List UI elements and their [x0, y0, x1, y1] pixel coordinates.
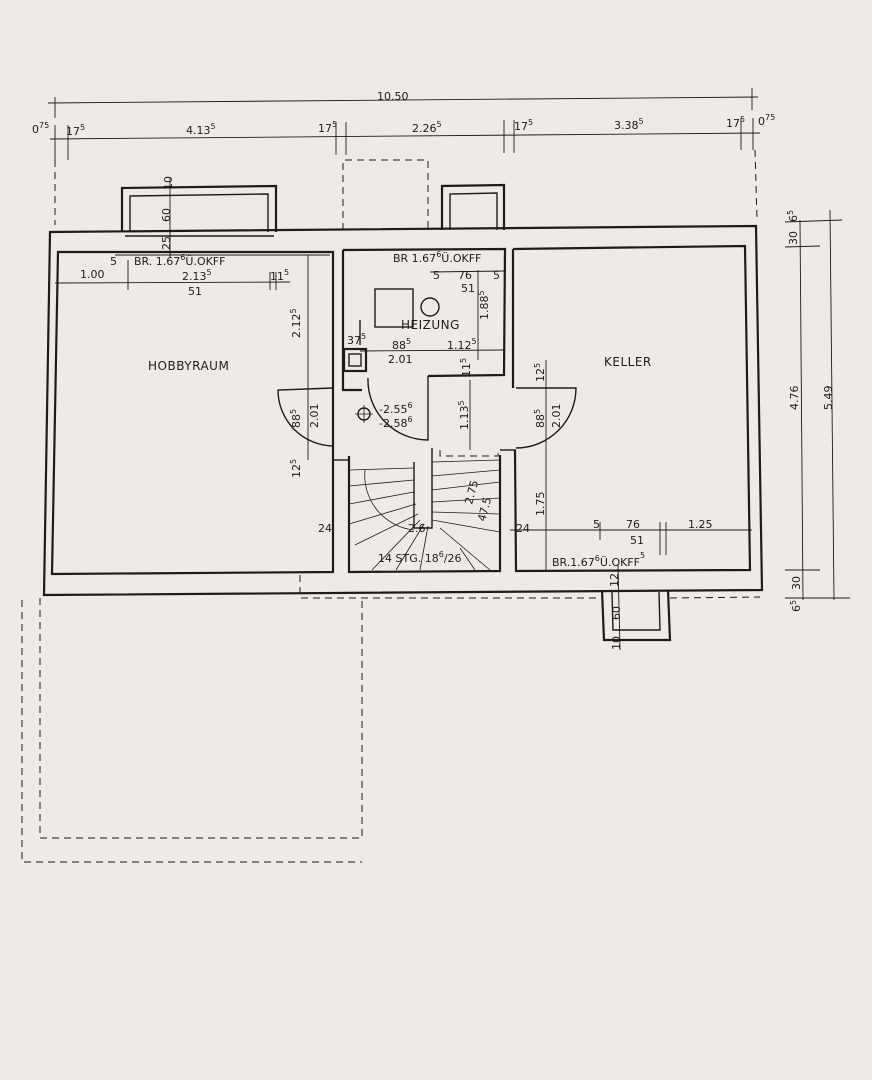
room-label-hobbyraum: HOBBYRAUM — [148, 359, 229, 373]
heizung-w-5b: 5 — [493, 269, 500, 282]
lightwell-10: 10 — [162, 176, 175, 190]
stair-treads — [348, 448, 501, 571]
stair-spec: 14 STG. 186/26 — [378, 550, 462, 565]
boiler-symbol — [374, 288, 414, 328]
lightwell-keller: 12 60 10 — [600, 564, 672, 651]
heizung-door-swing — [367, 376, 429, 441]
hobby-wall-24: 24 — [318, 522, 332, 535]
dim-175-d: 175 — [726, 115, 745, 130]
hobby-door-swing — [277, 387, 334, 447]
keller-wall-24: 24 — [516, 522, 530, 535]
keller-window-note: BR.1.676Ü.OKFF5 — [552, 551, 645, 569]
heizung-h-188: 1.885 — [477, 290, 491, 320]
right-height-476: 4.76 — [788, 386, 801, 411]
keller-lightwell-60: 60 — [610, 606, 623, 620]
heizung-w-112: 1.125 — [447, 337, 477, 352]
keller-w-51: 51 — [630, 534, 644, 547]
lightwell-hobbyraum: 10 60 25 — [120, 176, 278, 258]
hobby-width-213: 2.135 — [182, 268, 212, 283]
right-dimension-chain: 5.49 4.76 30 65 30 65 — [784, 210, 850, 612]
keller-w-76: 76 — [626, 518, 640, 531]
lightwell-heizung — [342, 159, 506, 230]
outer-walls — [42, 224, 764, 597]
hobby-window-note: BR. 1.676Ü.OKFF — [134, 253, 225, 268]
dim-175-c: 175 — [514, 118, 533, 133]
hobby-door-88: 885 — [289, 409, 303, 428]
right-height-549: 5.49 — [822, 386, 835, 411]
dim-075-left: 075 — [32, 121, 49, 136]
keller-w-125: 1.25 — [688, 518, 713, 531]
keller-w-5: 5 — [593, 518, 600, 531]
right-bottom-30: 30 — [790, 576, 803, 590]
heizung-w-115: 115 — [459, 358, 473, 377]
keller-lightwell-12: 12 — [608, 573, 621, 587]
hall-level-1: -2.556 — [379, 401, 413, 416]
heizung-w-76: 76 — [458, 269, 472, 282]
dim-413: 4.135 — [186, 122, 216, 137]
hall-level-2: -2.586 — [379, 415, 413, 430]
keller-h-175: 1.75 — [534, 492, 547, 517]
dashed-outlines — [21, 149, 761, 863]
stair-note-26: 2.6 — [408, 522, 426, 535]
keller-door-swing — [515, 387, 577, 449]
room-label-keller: KELLER — [604, 355, 652, 369]
lightwell-60: 60 — [160, 208, 173, 222]
heizung-door-88: 885 — [392, 337, 411, 352]
total-width-label: 10.50 — [377, 90, 409, 103]
keller-dimensions: 125 885 2.01 1.75 24 5 76 51 1.25 BR.1.6… — [510, 360, 752, 570]
stair-note-475: 47.5 — [475, 496, 494, 523]
stair-note-275: 2.75 — [462, 479, 481, 506]
hobby-width-100: 1.00 — [80, 268, 105, 281]
lightwell-25: 25 — [160, 236, 173, 250]
keller-door-201: 2.01 — [550, 404, 563, 429]
heizung-w-5: 5 — [433, 269, 440, 282]
dim-338: 3.385 — [614, 117, 644, 132]
heizung-door-201: 2.01 — [388, 353, 413, 366]
hall-h-113: 1.135 — [457, 400, 471, 430]
top-dimension-chain: 10.50 075 175 4.135 175 2.265 175 3.385 … — [32, 88, 775, 160]
heizung-w-51: 51 — [461, 282, 475, 295]
heizung-chimney-37: 375 — [347, 332, 366, 347]
hobby-height-212: 2.125 — [289, 308, 303, 338]
chimney-symbol — [342, 347, 368, 373]
room-label-heizung: HEIZUNG — [401, 318, 460, 332]
dim-175-a: 175 — [66, 123, 85, 138]
hobby-door-201: 2.01 — [308, 404, 321, 429]
heizung-dimensions: BR 1.676Ü.OKFF 5 76 51 5 1.885 375 885 2… — [342, 250, 506, 441]
hobby-window-51: 51 — [188, 285, 202, 298]
hobby-wall-125: 125 — [289, 459, 303, 478]
hobbyraum-dimensions: 5 BR. 1.676Ü.OKFF 1.00 2.135 51 115 2.12… — [54, 253, 334, 535]
dim-226: 2.265 — [412, 120, 442, 135]
chimney-flue — [348, 353, 362, 367]
tank-symbol — [420, 297, 440, 317]
hobby-right-115: 115 — [270, 268, 289, 283]
right-top-65: 65 — [786, 210, 800, 222]
dim-075-right: 075 — [758, 113, 775, 128]
keller-lightwell-10: 10 — [610, 636, 623, 650]
heizung-window-note: BR 1.676Ü.OKFF — [393, 250, 481, 265]
hall-and-stairs: -2.556 -2.586 1.135 2.6 2.75 47 — [348, 380, 501, 571]
right-top-30: 30 — [787, 231, 800, 245]
keller-door-88: 885 — [533, 409, 547, 428]
right-bottom-65: 65 — [789, 600, 803, 612]
dim-175-b: 175 — [318, 120, 337, 135]
keller-top-125: 125 — [533, 363, 547, 382]
hobby-window-left-5: 5 — [110, 255, 117, 268]
